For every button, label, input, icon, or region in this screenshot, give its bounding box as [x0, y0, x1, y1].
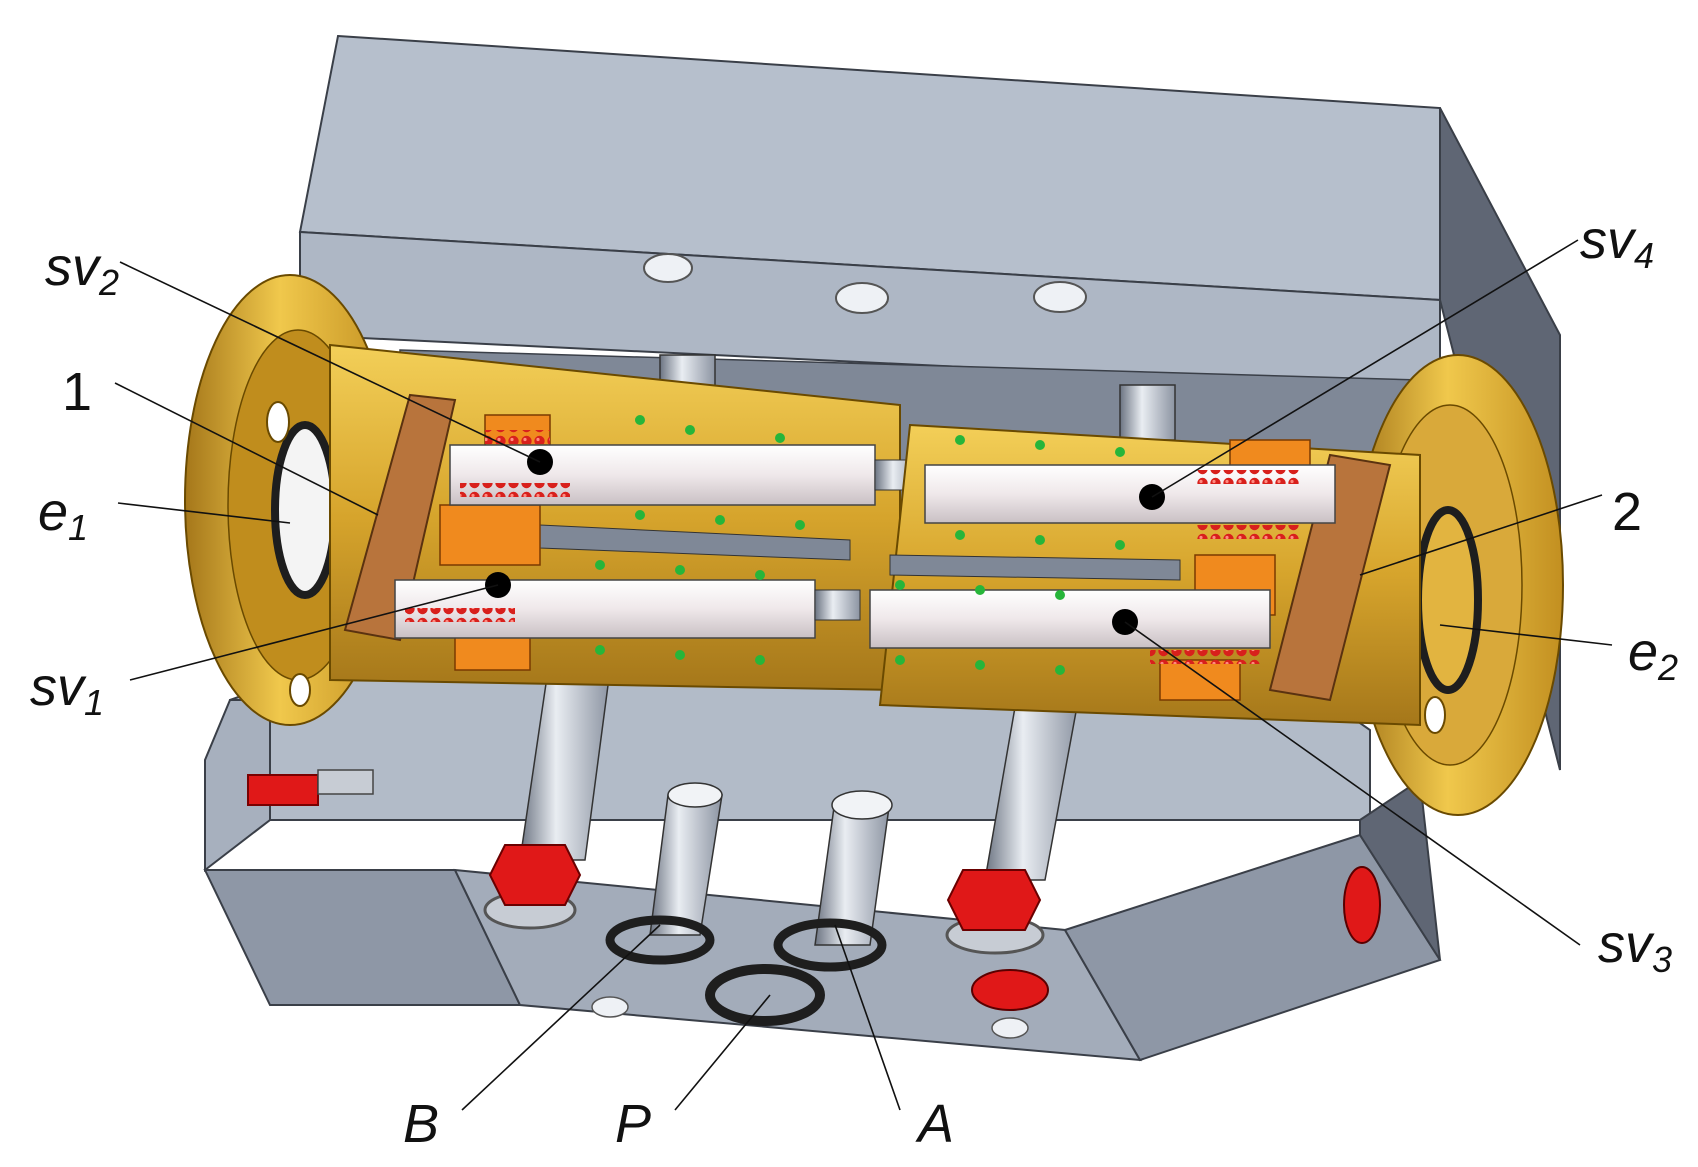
label-sv1: sv1 [30, 657, 104, 723]
leader-e1 [117, 502, 291, 524]
leader-A [834, 924, 901, 1111]
leader-sv3 [1124, 621, 1581, 946]
leader-1 [114, 382, 379, 516]
o-ring-B [605, 915, 715, 965]
label-B: B [403, 1094, 439, 1154]
piston-1 [343, 393, 457, 642]
cartridge-right [869, 423, 1421, 727]
left-plug [247, 774, 319, 806]
label-sv3: sv3 [1598, 914, 1672, 980]
label-P: P [615, 1094, 651, 1154]
spring-sv4 [1195, 470, 1300, 484]
e2-opening [1414, 506, 1482, 694]
o-ring-A [773, 918, 887, 972]
flange-hole [1424, 696, 1446, 734]
front-plug-right [971, 969, 1049, 1011]
leader-sv2 [119, 261, 541, 463]
bolt-hole [591, 996, 629, 1018]
bolt-hole [643, 253, 693, 283]
spool-sv3 [869, 589, 1271, 649]
label-sv4: sv4 [1580, 210, 1654, 276]
spring-sv3 [1150, 650, 1260, 664]
label-sv2: sv2 [45, 237, 119, 303]
bolt-hole [835, 282, 889, 314]
label-1: 1 [62, 362, 92, 422]
label-A: A [915, 1094, 954, 1154]
leader-P [674, 994, 771, 1111]
o-ring-P [705, 964, 825, 1026]
label-e2: e2 [1628, 622, 1678, 688]
flange-hole [266, 401, 290, 443]
label-e1: e1 [38, 482, 88, 548]
bolt-hole [1033, 281, 1087, 313]
side-port [1343, 866, 1381, 944]
piston-2 [1268, 453, 1392, 702]
bolt-hole [991, 1017, 1029, 1039]
leader-sv4 [1151, 239, 1579, 498]
leader-sv1 [129, 584, 499, 681]
e1-opening [271, 421, 339, 599]
leader-lines [114, 239, 1613, 1111]
hex-plug-left [488, 844, 582, 906]
leader-B [461, 924, 661, 1111]
label-2: 2 [1612, 482, 1642, 542]
hex-plug-right [946, 869, 1042, 931]
housing-lower-right-side [1359, 778, 1441, 961]
red-hex-plugs [488, 844, 1042, 931]
spring-sv2 [460, 483, 570, 497]
spring-sv1 [405, 608, 515, 622]
leader-e2 [1439, 624, 1613, 646]
leader-2 [1359, 494, 1603, 576]
left-plug-stem [317, 769, 374, 795]
flange-hole [289, 673, 311, 707]
callout-labels: sv2 1 e1 sv1 sv4 2 e2 sv3 B P A [30, 210, 1678, 1154]
